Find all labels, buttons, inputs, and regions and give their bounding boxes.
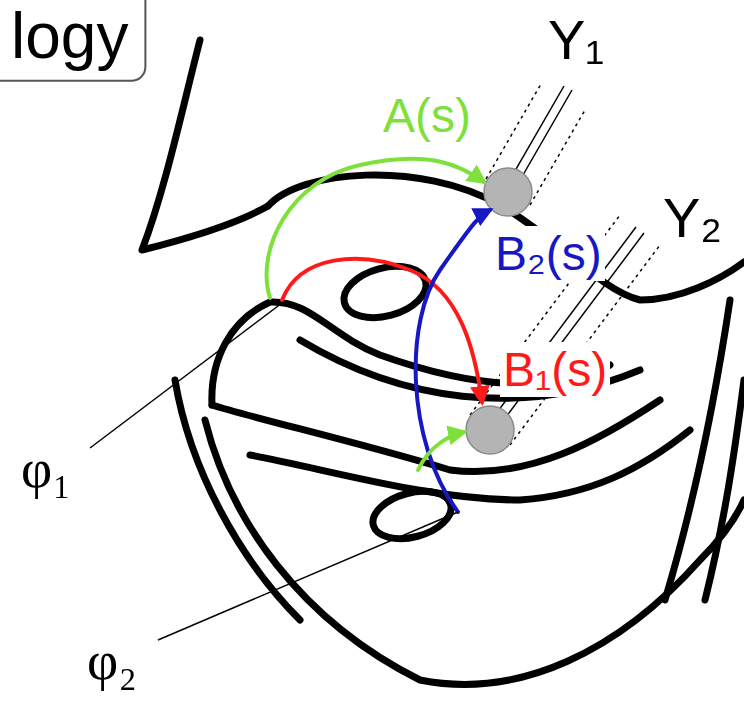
- cycle-label: φ₁: [18, 438, 74, 500]
- leader-line: [158, 512, 458, 640]
- cycle-label: B₁(s): [500, 342, 610, 397]
- title-fragment: logy: [8, 0, 131, 75]
- line-label: Y₂: [660, 186, 725, 250]
- cycle-label: B₂(s): [492, 226, 605, 281]
- vertex-circle: [466, 406, 514, 454]
- a-cycle-arrow: [418, 432, 464, 470]
- line-label: Y₁: [545, 8, 607, 72]
- cycle-label: A(s): [380, 88, 474, 143]
- leader-line: [90, 303, 282, 448]
- b1-cycle-arrow: [282, 259, 482, 402]
- surface-sketch: [142, 40, 744, 684]
- title-tab: [0, 0, 145, 81]
- b2-cycle-arrow: [416, 210, 490, 512]
- cycle-label: φ₂: [84, 630, 140, 692]
